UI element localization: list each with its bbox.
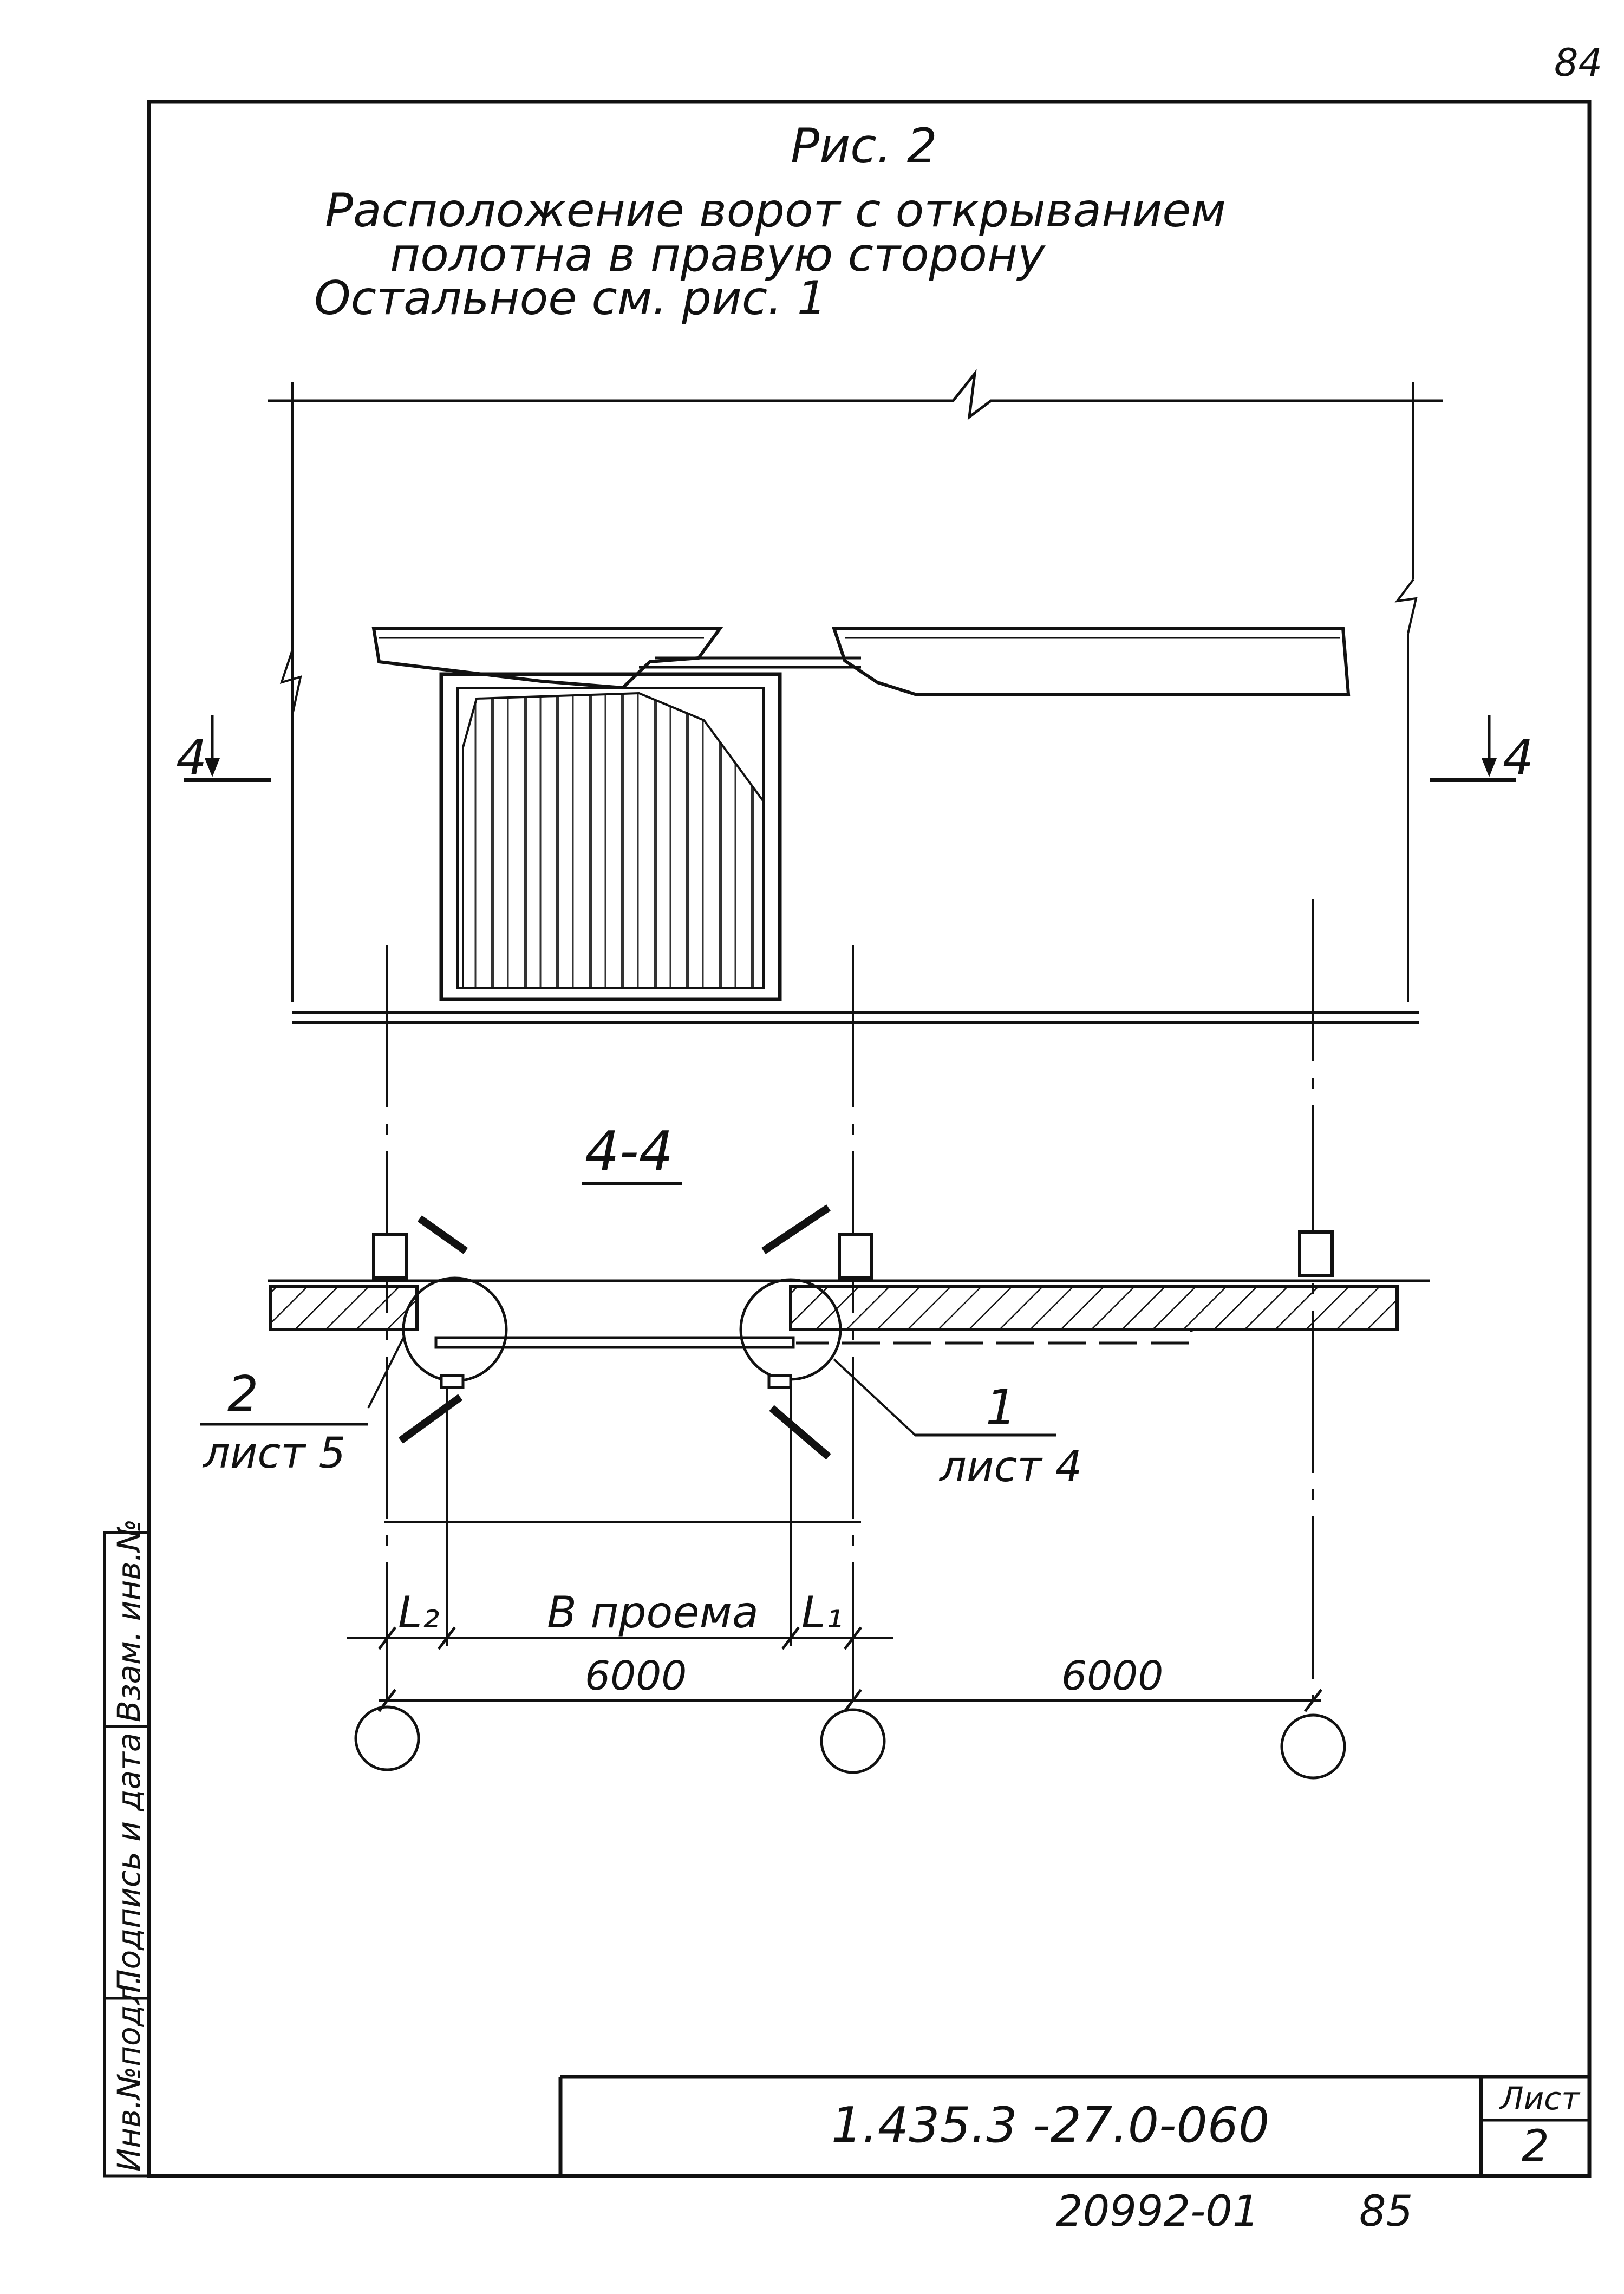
callout-right-sheet: лист 4 <box>938 1443 1082 1491</box>
callout-left: 2 лист 5 <box>200 1337 405 1478</box>
stamp-inv-no: Инв.№подл. <box>110 1975 147 2172</box>
figure-title-line3: Остальное см. рис. 1 <box>314 271 827 325</box>
figure-title-line1: Расположение ворот с открыванием <box>325 184 1226 238</box>
footer-page: 85 <box>1359 2187 1413 2236</box>
figure-title: Рис. 2 Расположение ворот с открыванием … <box>314 118 1226 325</box>
axis-bubble-2 <box>820 1708 886 1774</box>
dim-span-right: 6000 <box>1061 1653 1163 1699</box>
section-mark-left: 4 <box>176 715 271 786</box>
title-block: 1.435.3 -27.0-060 Лист 2 <box>558 2075 1589 2176</box>
side-stamp: Взам. инв.№ Подпись и дата Инв.№подл. <box>103 1519 151 2178</box>
sheet-number: 2 <box>1522 2121 1549 2171</box>
figure-label: Рис. 2 <box>791 118 937 174</box>
section-mark-right-label: 4 <box>1503 729 1534 786</box>
section-4-4: 4-4 2 лист 5 1 <box>200 899 1430 1780</box>
wall-right <box>789 1285 1399 1331</box>
dim-span-left: 6000 <box>585 1653 687 1699</box>
elevation-view: 4 4 <box>176 369 1534 1024</box>
gate-leaf <box>439 672 782 1001</box>
callout-right-number: 1 <box>986 1379 1016 1436</box>
sheet-frame <box>147 100 1592 2178</box>
dim-opening: B проема <box>547 1587 759 1638</box>
page-number: 84 <box>1554 41 1602 85</box>
wall-left <box>269 1285 419 1331</box>
axis-bubble-1 <box>354 1705 420 1771</box>
stamp-signature-date: Подпись и дата <box>110 1733 147 1993</box>
dim-l1: L₁ <box>801 1587 843 1638</box>
dim-l2: L₂ <box>398 1587 440 1638</box>
sheet-label: Лист <box>1499 2080 1581 2117</box>
callout-right: 1 лист 4 <box>833 1358 1082 1491</box>
axis-bubble-3 <box>1280 1713 1346 1780</box>
section-mark-right: 4 <box>1430 715 1534 786</box>
gate-leaf-plan <box>434 1336 795 1349</box>
figure-title-line2: полотна в правую сторону <box>390 228 1046 282</box>
callout-left-number: 2 <box>227 1366 258 1423</box>
callout-left-sheet: лист 5 <box>202 1429 345 1478</box>
document-code: 1.435.3 -27.0-060 <box>831 2097 1269 2154</box>
section-mark-left-label: 4 <box>176 729 207 786</box>
section-label: 4-4 <box>585 1119 673 1183</box>
footer-doc-number: 20992-01 <box>1056 2187 1260 2236</box>
stamp-replaced-inv: Взам. инв.№ <box>110 1519 147 1722</box>
